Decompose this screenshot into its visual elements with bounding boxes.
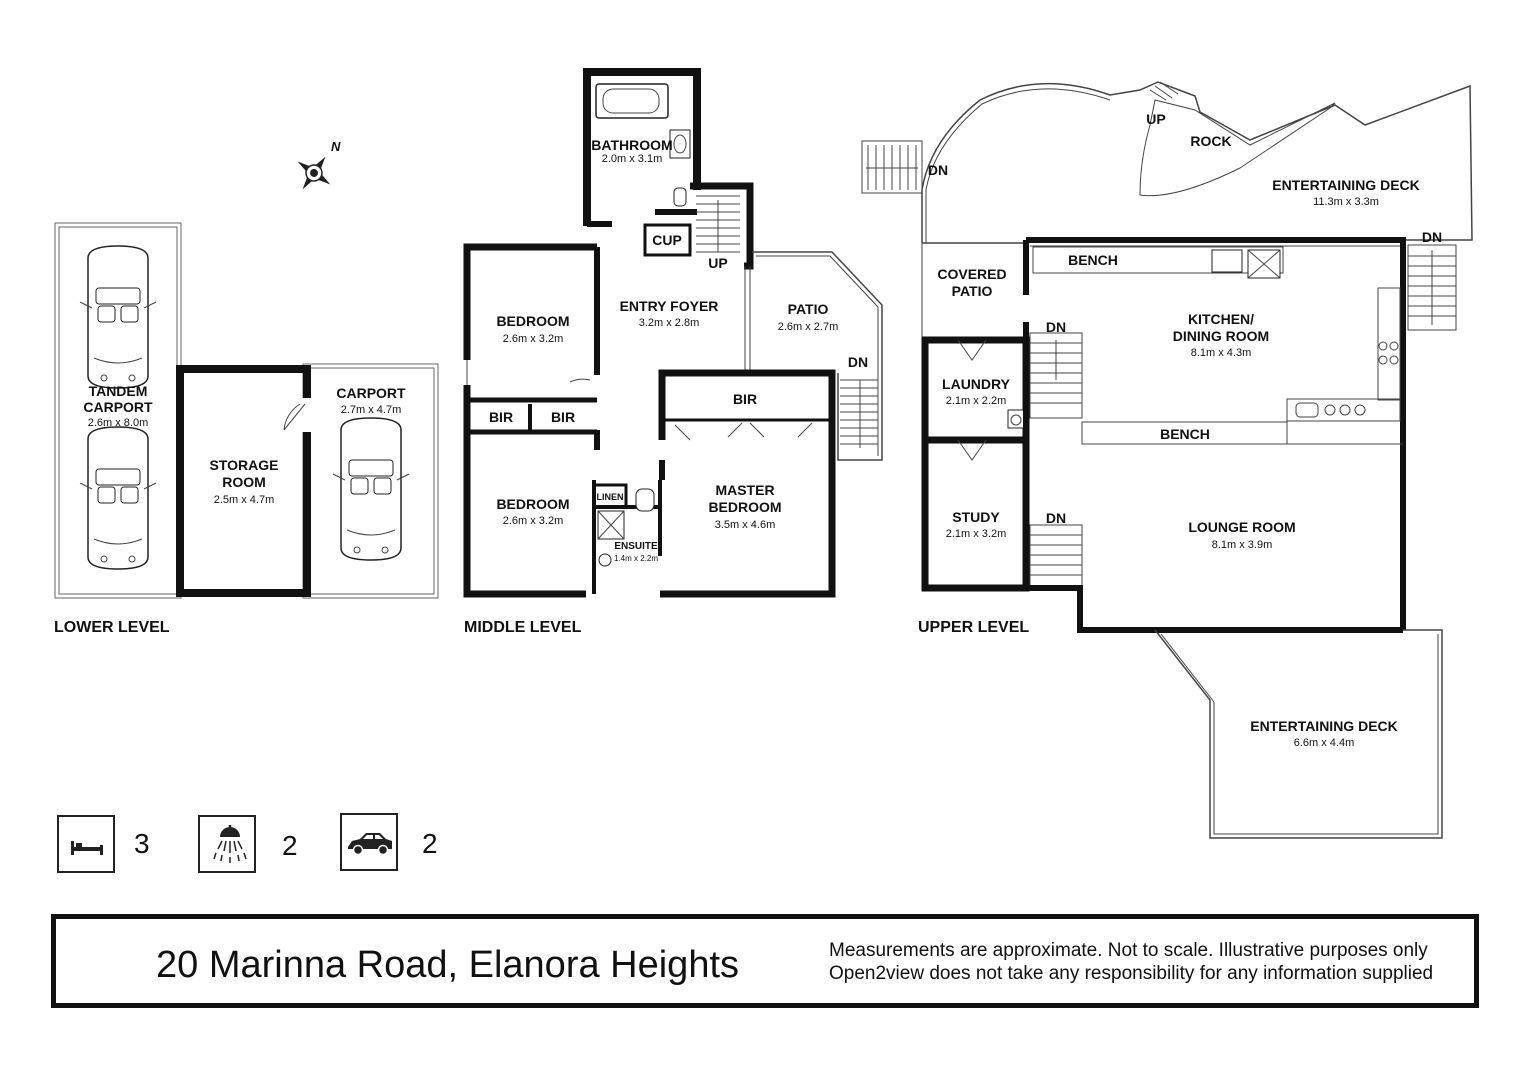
- rock-label: ROCK: [1190, 133, 1231, 149]
- stairs-down-deck-right-label: DN: [1422, 229, 1442, 245]
- stairs-down-upper-left: [866, 145, 918, 190]
- lower-deck-label: ENTERTAINING DECK: [1250, 718, 1398, 734]
- upper-deck-outline: [921, 81, 1473, 243]
- storage-room-label-2: ROOM: [222, 474, 266, 490]
- cup-label: CUP: [652, 232, 682, 248]
- stairs-down-upper-left-label: DN: [928, 162, 948, 178]
- compass-north-label: N: [331, 139, 341, 154]
- car-icon: [340, 813, 398, 871]
- bathtub-icon: [595, 83, 669, 119]
- linen-label: LINEN: [597, 492, 624, 502]
- lower-deck-dims: 6.6m x 4.4m: [1294, 737, 1355, 749]
- entry-foyer-label: ENTRY FOYER: [620, 298, 719, 314]
- bathroom-label: BATHROOM: [591, 137, 672, 153]
- bench-top-counter: [1032, 246, 1284, 274]
- bedroom2-dims: 2.6m x 3.2m: [503, 515, 564, 527]
- covered-patio-label: COVERED: [937, 266, 1006, 282]
- carport-label: CARPORT: [336, 385, 406, 401]
- stairs-up-label: UP: [708, 255, 727, 271]
- upper-level-label: UPPER LEVEL: [918, 619, 1029, 636]
- bathroom-walls: [583, 68, 701, 226]
- lower-level-label: LOWER LEVEL: [54, 619, 170, 636]
- stairs-down-deck-right: [1407, 244, 1457, 331]
- study-label: STUDY: [952, 509, 1000, 525]
- upper-deck-dims: 11.3m x 3.3m: [1313, 196, 1379, 208]
- car-space-count: 2: [422, 828, 438, 859]
- master-bedroom-label: MASTER: [715, 482, 774, 498]
- stairs-up-rock: [1149, 81, 1179, 101]
- storage-room-dims: 2.5m x 4.7m: [214, 494, 275, 506]
- lower-deck-outline: [1154, 629, 1443, 839]
- carport-dims: 2.7m x 4.7m: [341, 404, 402, 416]
- bedroom1-label: BEDROOM: [496, 313, 569, 329]
- upper-deck-label: ENTERTAINING DECK: [1272, 177, 1420, 193]
- kitchen-label: KITCHEN/: [1188, 311, 1254, 327]
- ensuite-label: ENSUITE: [614, 541, 658, 552]
- master-bedroom-label-2: BEDROOM: [708, 499, 781, 515]
- main-living-walls: [1023, 237, 1406, 633]
- property-address: 20 Marinna Road, Elanora Heights: [156, 944, 740, 986]
- patio-dims: 2.6m x 2.7m: [778, 321, 839, 333]
- car-top-view-2: [79, 426, 157, 570]
- stairs-up-middle: [696, 195, 740, 253]
- footer-box: 20 Marinna Road, Elanora Heights Measure…: [51, 914, 1479, 1008]
- bedroom-count: 3: [134, 828, 150, 859]
- bench-bottom-label: BENCH: [1160, 426, 1210, 442]
- lower-level: TANDEM CARPORT 2.6m x 8.0m STORAGE ROOM …: [54, 222, 439, 636]
- stairs-down-patio-label: DN: [848, 354, 868, 370]
- bir-mid-label: BIR: [551, 409, 575, 425]
- disclaimer-line-2: Open2view does not take any responsibili…: [829, 963, 1434, 984]
- master-bedroom-dims: 3.5m x 4.6m: [715, 519, 776, 531]
- car-top-view-3: [332, 417, 410, 561]
- stairs-down-study: [1029, 524, 1083, 588]
- disclaimer-line-1: Measurements are approximate. Not to sca…: [829, 940, 1428, 961]
- bedroom1-dims: 2.6m x 3.2m: [503, 333, 564, 345]
- bathroom-dims: 2.0m x 3.1m: [602, 153, 663, 165]
- laundry-label: LAUNDRY: [942, 376, 1011, 392]
- kitchen-label-2: DINING ROOM: [1173, 328, 1269, 344]
- rock-outline: [1139, 99, 1336, 197]
- middle-level-label: MIDDLE LEVEL: [464, 619, 582, 636]
- compass-icon: [297, 156, 331, 190]
- upper-level: UP ROCK ENTERTAINING DECK 11.3m x 3.3m D…: [861, 81, 1473, 839]
- car-top-view-1: [79, 245, 157, 389]
- middle-level: BATHROOM 2.0m x 3.1m UP CUP BEDROOM 2.6m…: [462, 68, 883, 636]
- stairs-down-patio: [840, 379, 878, 448]
- bed-icon: [57, 815, 115, 873]
- bench-top-label: BENCH: [1068, 252, 1118, 268]
- covered-patio-label-2: PATIO: [952, 283, 993, 299]
- shower-icon: [198, 815, 256, 873]
- storage-room-label: STORAGE: [210, 457, 279, 473]
- kitchen-dims: 8.1m x 4.3m: [1191, 347, 1252, 359]
- storage-room-walls: [176, 365, 311, 597]
- laundry-dims: 2.1m x 2.2m: [946, 395, 1007, 407]
- tandem-carport-label: TANDEM: [89, 383, 148, 399]
- tandem-carport-label-2: CARPORT: [83, 399, 153, 415]
- stairs-down-study-label: DN: [1046, 510, 1066, 526]
- bedroom2-label: BEDROOM: [496, 496, 569, 512]
- stairs-down-laundry-label: DN: [1046, 319, 1066, 335]
- patio-label: PATIO: [788, 301, 829, 317]
- toilet-icon: [673, 187, 687, 207]
- tandem-carport-dims: 2.6m x 8.0m: [88, 417, 149, 429]
- entry-foyer-dims: 3.2m x 2.8m: [639, 317, 700, 329]
- stairs-down-laundry: [1029, 332, 1083, 419]
- floor-plan: TANDEM CARPORT 2.6m x 8.0m STORAGE ROOM …: [54, 68, 1473, 839]
- ensuite-dims: 1.4m x 2.2m: [614, 554, 658, 563]
- bathroom-count: 2: [282, 830, 298, 861]
- bedrooms-outer-walls: [463, 243, 597, 598]
- patio-outline: [752, 251, 883, 461]
- disclaimer: Measurements are approximate. Not to sca…: [829, 939, 1433, 985]
- bir-master-label: BIR: [733, 391, 757, 407]
- stairs-up-rock-label: UP: [1146, 111, 1165, 127]
- study-dims: 2.1m x 3.2m: [946, 528, 1007, 540]
- bir-left-label: BIR: [489, 409, 513, 425]
- lounge-label: LOUNGE ROOM: [1188, 519, 1295, 535]
- master-bedroom-walls: [658, 369, 836, 598]
- lounge-dims: 8.1m x 3.9m: [1212, 539, 1273, 551]
- basin-icon: [669, 129, 691, 159]
